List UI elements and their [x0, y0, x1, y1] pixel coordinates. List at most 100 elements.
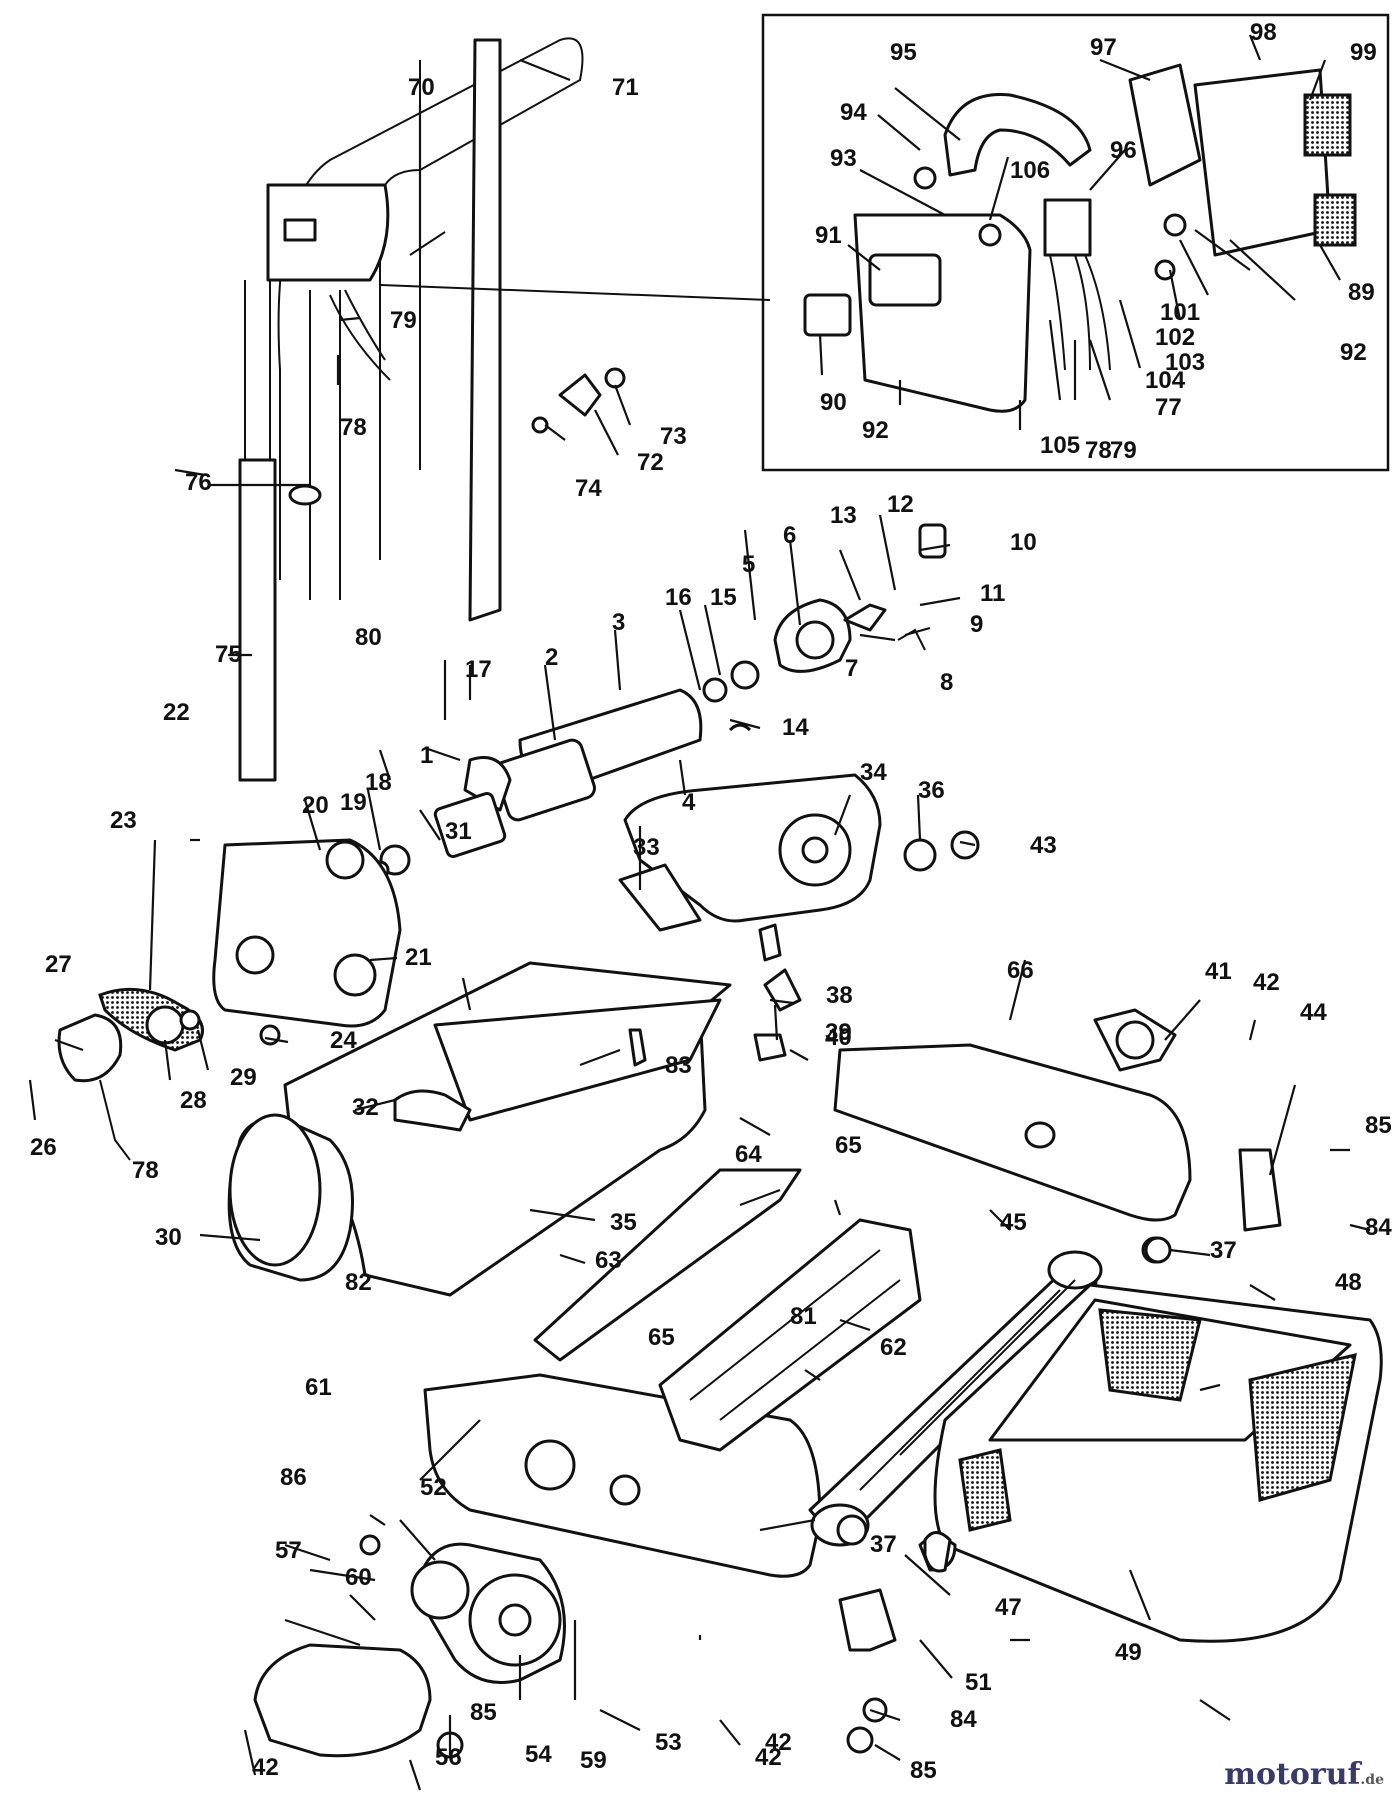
- part-label-51: 51: [965, 1669, 992, 1696]
- part-label-3: 3: [612, 609, 625, 636]
- part-label-37: 37: [1210, 1237, 1237, 1264]
- part-label-59: 59: [580, 1747, 607, 1774]
- part-label-90: 90: [820, 389, 847, 416]
- part-label-52: 52: [420, 1474, 447, 1501]
- drive-assembly: [253, 1514, 952, 1759]
- part-label-105: 105: [1040, 432, 1080, 459]
- part-label-61: 61: [305, 1374, 332, 1401]
- part-label-21: 21: [405, 944, 432, 971]
- part-label-12: 12: [887, 491, 914, 518]
- part-label-97: 97: [1090, 34, 1117, 61]
- gearbox-left: [57, 838, 402, 1161]
- part-label-84: 84: [950, 1706, 977, 1733]
- part-label-42: 42: [1253, 969, 1280, 996]
- part-label-32: 32: [352, 1094, 379, 1121]
- part-label-45: 45: [1000, 1209, 1027, 1236]
- part-label-36: 36: [918, 777, 945, 804]
- part-label-64: 64: [735, 1141, 762, 1168]
- part-label-7: 7: [845, 655, 858, 682]
- part-label-92: 92: [1340, 339, 1367, 366]
- part-label-102: 102: [1155, 324, 1195, 351]
- part-label-75: 75: [215, 641, 242, 668]
- part-label-49: 49: [1115, 1639, 1142, 1666]
- part-label-79: 79: [390, 307, 417, 334]
- part-label-19: 19: [340, 789, 367, 816]
- part-label-89: 89: [1348, 279, 1375, 306]
- part-label-10: 10: [1010, 529, 1037, 556]
- part-label-83: 83: [665, 1052, 692, 1079]
- leader-lines: [28, 34, 1371, 1791]
- part-label-86: 86: [280, 1464, 307, 1491]
- part-label-28: 28: [180, 1087, 207, 1114]
- part-label-63: 63: [595, 1247, 622, 1274]
- part-label-44: 44: [1300, 999, 1327, 1026]
- part-label-34: 34: [860, 759, 887, 786]
- part-label-57: 57: [275, 1537, 302, 1564]
- part-label-93: 93: [830, 145, 857, 172]
- motor-assembly: [362, 523, 947, 886]
- part-label-22: 22: [163, 699, 190, 726]
- part-label-70: 70: [408, 74, 435, 101]
- part-label-1: 1: [420, 742, 433, 769]
- part-label-74: 74: [575, 475, 602, 502]
- main-housing: [227, 773, 980, 1297]
- part-label-23: 23: [110, 807, 137, 834]
- part-label-72: 72: [637, 449, 664, 476]
- part-label-82: 82: [345, 1269, 372, 1296]
- part-label-53: 53: [655, 1729, 682, 1756]
- part-label-65: 65: [648, 1324, 675, 1351]
- part-label-76: 76: [185, 469, 212, 496]
- part-label-17: 17: [465, 656, 492, 683]
- grass-box: [918, 1283, 1383, 1643]
- part-label-94: 94: [840, 99, 867, 126]
- part-label-24: 24: [330, 1027, 357, 1054]
- part-label-78: 78: [1085, 437, 1112, 464]
- part-label-16: 16: [665, 584, 692, 611]
- part-label-101: 101: [1160, 299, 1200, 326]
- part-label-81: 81: [790, 1303, 817, 1330]
- part-label-84: 84: [1365, 1214, 1392, 1241]
- part-label-35: 35: [610, 1209, 637, 1236]
- part-label-48: 48: [1335, 1269, 1362, 1296]
- part-label-47: 47: [995, 1594, 1022, 1621]
- part-label-85: 85: [470, 1699, 497, 1726]
- part-label-103: 103: [1165, 349, 1205, 376]
- part-label-79: 79: [1110, 437, 1137, 464]
- part-label-30: 30: [155, 1224, 182, 1251]
- part-label-99: 99: [1350, 39, 1377, 66]
- part-label-20: 20: [302, 792, 329, 819]
- part-label-92: 92: [862, 417, 889, 444]
- part-label-5: 5: [742, 551, 755, 578]
- part-label-40: 40: [825, 1024, 852, 1051]
- switch-box-inset: [761, 13, 1390, 472]
- watermark-logo: motoruf.de: [1224, 1757, 1384, 1792]
- part-label-42: 42: [765, 1729, 792, 1756]
- part-label-42: 42: [252, 1754, 279, 1781]
- part-label-26: 26: [30, 1134, 57, 1161]
- part-label-65: 65: [835, 1132, 862, 1159]
- part-label-2: 2: [545, 644, 558, 671]
- part-label-37: 37: [870, 1531, 897, 1558]
- part-label-43: 43: [1030, 832, 1057, 859]
- part-label-78: 78: [340, 414, 367, 441]
- part-label-6: 6: [783, 522, 796, 549]
- part-labels: 1234567891011121314151617181920212223242…: [30, 19, 1392, 1784]
- part-label-27: 27: [45, 951, 72, 978]
- handle-assembly: [238, 37, 771, 782]
- part-label-80: 80: [355, 624, 382, 651]
- part-label-9: 9: [970, 611, 983, 638]
- part-label-91: 91: [815, 222, 842, 249]
- watermark-brand: motoruf: [1224, 1757, 1361, 1792]
- part-label-71: 71: [612, 74, 639, 101]
- part-label-42: 42: [755, 1744, 782, 1771]
- part-label-13: 13: [830, 502, 857, 529]
- part-label-60: 60: [345, 1564, 372, 1591]
- part-label-29: 29: [230, 1064, 257, 1091]
- part-label-11: 11: [980, 580, 1005, 607]
- part-label-77: 77: [1155, 394, 1182, 421]
- part-label-38: 38: [826, 982, 853, 1009]
- part-label-15: 15: [710, 584, 737, 611]
- part-label-56: 56: [435, 1744, 462, 1771]
- part-label-39: 39: [825, 1019, 852, 1046]
